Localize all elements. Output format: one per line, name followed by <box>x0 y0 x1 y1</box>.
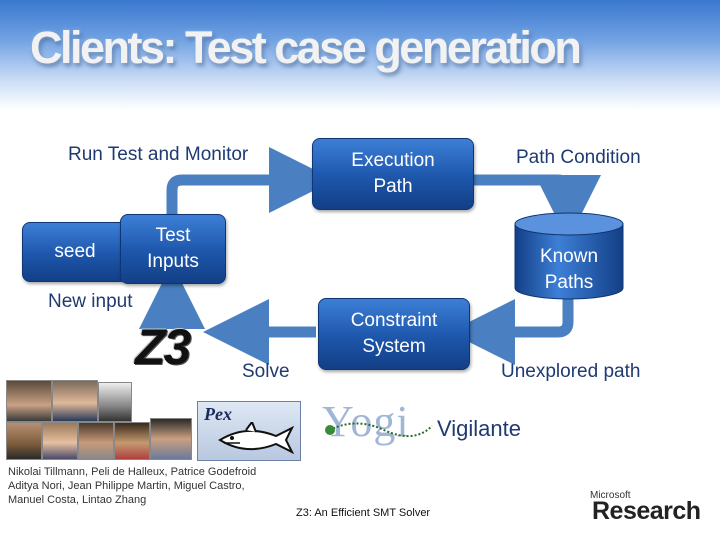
person-photo <box>78 422 114 460</box>
solve-label: Solve <box>242 361 290 383</box>
arrow-run-to-execution <box>172 180 302 216</box>
yogi-swirl-icon <box>324 412 434 442</box>
author-names: Nikolai Tillmann, Peli de Halleux, Patri… <box>8 466 256 507</box>
names-line3: Manuel Costa, Lintao Zhang <box>8 494 146 506</box>
execution-path-line2: Path <box>373 176 412 197</box>
execution-path-line1: Execution <box>351 150 434 171</box>
unexplored-path-label: Unexplored path <box>501 361 640 383</box>
names-line2: Aditya Nori, Jean Philippe Martin, Migue… <box>8 480 245 492</box>
path-condition-label: Path Condition <box>516 147 641 169</box>
citation: Z3: An Efficient SMT Solver <box>296 507 430 519</box>
person-photo <box>150 418 192 460</box>
known-paths-line1: Known <box>540 246 598 267</box>
arrow-known-to-constraint <box>482 298 568 332</box>
seed-box: seed <box>22 222 128 282</box>
test-inputs-line1: Test <box>156 225 191 246</box>
arrow-execution-to-known <box>474 180 568 208</box>
vigilante-label: Vigilante <box>437 416 521 442</box>
shark-icon <box>216 422 296 456</box>
run-test-label: Run Test and Monitor <box>68 144 248 166</box>
pex-logo: Pex <box>197 401 301 461</box>
research-wordmark: Research <box>592 497 701 526</box>
z3-logo: Z3 <box>135 322 189 372</box>
constraint-line1: Constraint <box>351 310 438 331</box>
person-photo <box>42 422 78 460</box>
seed-label: seed <box>54 239 95 265</box>
person-photo <box>6 380 52 422</box>
test-inputs-line2: Inputs <box>147 251 199 272</box>
new-input-label: New input <box>48 291 133 313</box>
person-photo <box>114 422 150 460</box>
person-photo <box>52 380 98 422</box>
person-photo <box>6 422 42 460</box>
constraint-line2: System <box>362 336 425 357</box>
known-paths-line2: Paths <box>545 272 594 293</box>
person-photo <box>98 382 132 422</box>
people-photos <box>6 376 198 460</box>
yogi-logo: Yogi <box>320 398 436 446</box>
names-line1: Nikolai Tillmann, Peli de Halleux, Patri… <box>8 466 256 478</box>
